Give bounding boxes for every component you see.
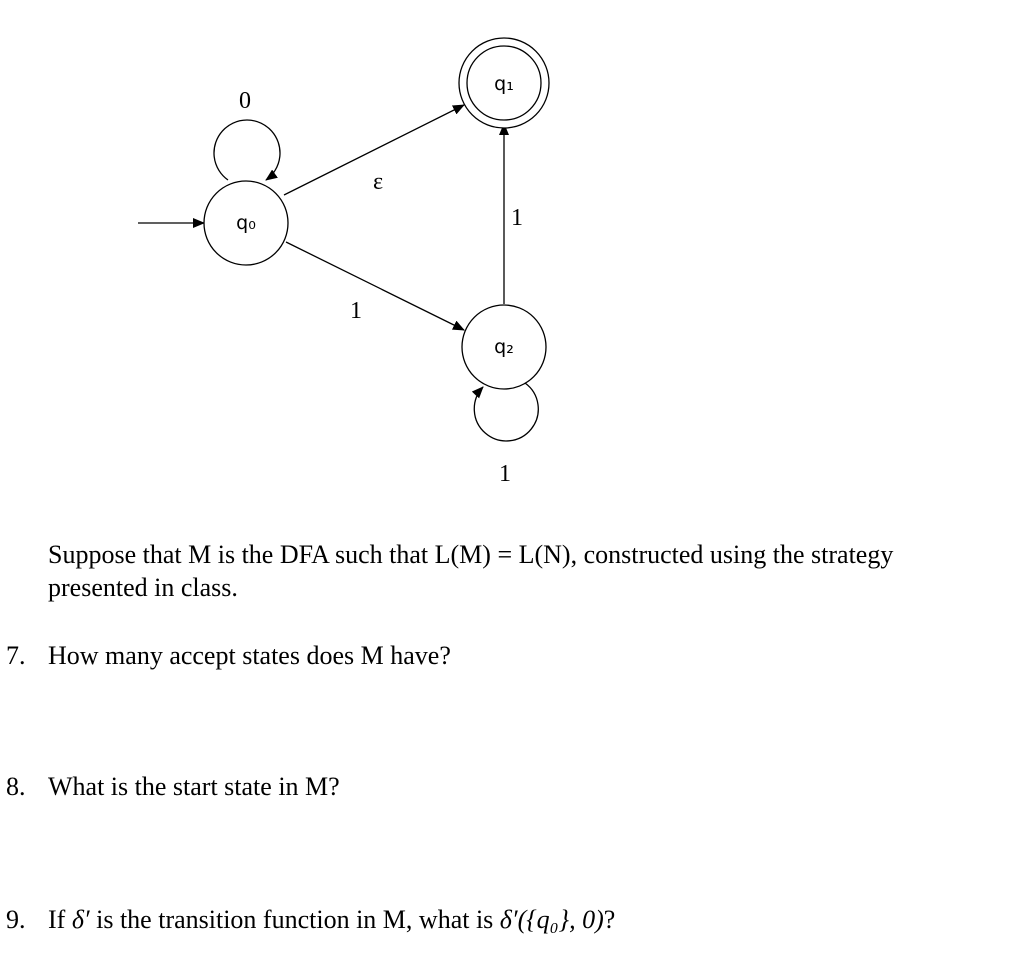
- question-9-suffix: ?: [603, 905, 616, 934]
- edge-q0-q2: [285, 241, 465, 331]
- question-9-delta-prime: δ′: [71, 905, 90, 934]
- state-q2: q₂: [461, 304, 547, 390]
- nfa-diagram: 0 ε 1 1 1 q₀ q₁ q₂: [138, 37, 550, 487]
- intro-line-2: presented in class.: [48, 573, 238, 602]
- question-7-number: 7.: [6, 641, 26, 670]
- intro-line-1: Suppose that M is the DFA such that L(M)…: [48, 540, 894, 569]
- edge-q2-q1-label: 1: [511, 205, 523, 231]
- q0-self-loop: [213, 119, 281, 181]
- state-q0: q₀: [203, 180, 289, 266]
- question-9-text: If δ′ is the transition function in M, w…: [48, 904, 615, 936]
- q2-self-loop-label: 1: [499, 461, 511, 487]
- question-8-number: 8.: [6, 772, 26, 801]
- question-9-middle: is the transition function in M, what is: [89, 905, 500, 934]
- q2-self-loop: [471, 382, 539, 442]
- state-q1-label: q₁: [494, 73, 514, 95]
- state-q0-label: q₀: [236, 212, 256, 234]
- q0-self-loop-label: 0: [239, 88, 251, 114]
- question-9-expression: δ′({q₀}, 0): [499, 905, 604, 934]
- question-9-prefix: If: [48, 905, 72, 934]
- question-7-text: How many accept states does M have?: [48, 641, 451, 670]
- state-q1-accept: q₁: [458, 37, 550, 129]
- edge-q0-q1: [283, 104, 465, 196]
- edge-q0-q1-label: ε: [373, 169, 383, 195]
- question-8-text: What is the start state in M?: [48, 772, 340, 801]
- edge-q0-q2-label: 1: [350, 298, 362, 324]
- state-q2-label: q₂: [494, 336, 514, 358]
- question-9-number: 9.: [6, 905, 26, 934]
